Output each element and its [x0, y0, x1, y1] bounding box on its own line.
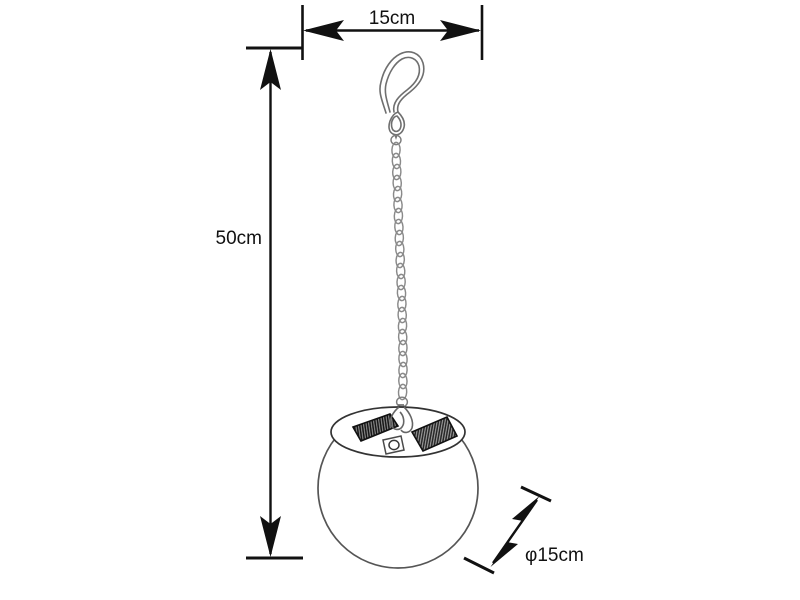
hook-eyelet-outer	[388, 111, 406, 136]
diameter-tick-lower	[463, 556, 495, 575]
diameter-tick-upper	[520, 485, 552, 503]
link-chain	[390, 134, 409, 408]
width-dimension-label: 15cm	[369, 8, 415, 29]
hook-eyelet-inner	[390, 115, 402, 133]
light-sensor	[382, 435, 405, 455]
ball-diameter-dimension: φ15cm	[463, 485, 584, 575]
solar-panel-left	[351, 413, 400, 443]
width-arrow-right	[440, 20, 481, 41]
top-width-dimension: 15cm	[288, 5, 484, 60]
solar-head-details	[351, 404, 459, 455]
height-arrow-top	[260, 49, 281, 90]
solar-panel-right	[410, 415, 459, 453]
ball-mounting-bracket	[389, 404, 414, 434]
diameter-dimension-label: φ15cm	[525, 545, 584, 566]
chain-links	[391, 141, 408, 401]
height-dimension-label: 50cm	[216, 228, 262, 249]
diameter-arrow-lower	[490, 532, 518, 567]
width-arrow-left	[303, 20, 344, 41]
left-height-dimension: 50cm	[216, 46, 303, 560]
diameter-arrow-upper	[512, 496, 540, 531]
height-arrow-bottom	[260, 516, 281, 557]
chain-top-ring	[390, 134, 402, 146]
hook-inner-curve	[384, 56, 421, 113]
s-hook	[379, 51, 425, 140]
hook-outer-curve	[379, 51, 425, 114]
sensor-lens	[388, 439, 400, 451]
